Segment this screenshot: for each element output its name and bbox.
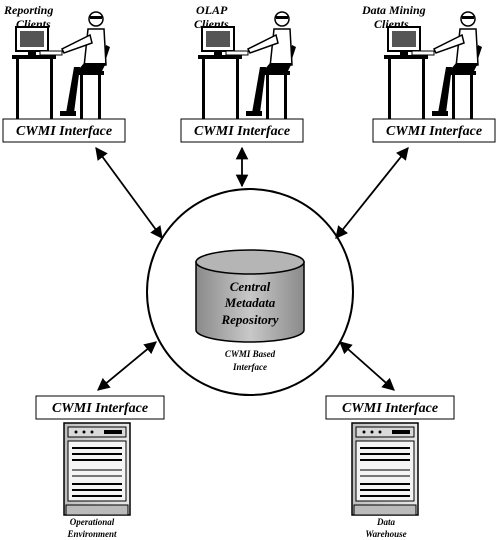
interface-label: CWMI Interface (16, 124, 112, 139)
arrow-repository-to-operational (97, 341, 157, 391)
operational-server-icon (63, 422, 131, 516)
cwmi-interface-box-reporting: CWMI Interface (2, 118, 126, 143)
repository-label: Repository (220, 312, 278, 327)
client-label: Clients (194, 17, 229, 31)
cwmi-based-interface-label: CWMI Based (225, 349, 276, 359)
client-label: Clients (16, 17, 51, 31)
interface-label: CWMI Interface (342, 401, 438, 416)
source-label: Environment (66, 529, 117, 539)
client-label: Clients (374, 17, 409, 31)
arrow-data-mining-to-repository (335, 147, 409, 239)
cwmi-based-interface-label: Interface (232, 362, 267, 372)
cwmi-interface-box-operational: CWMI Interface (35, 395, 165, 420)
interface-label: CWMI Interface (386, 124, 482, 139)
cwmi-interface-box-warehouse: CWMI Interface (325, 395, 455, 420)
arrow-repository-to-warehouse (339, 341, 395, 391)
repository-label: Metadata (224, 295, 276, 310)
cwmi-interface-box-olap: CWMI Interface (180, 118, 304, 143)
client-label: Reporting (3, 3, 53, 17)
interface-label: CWMI Interface (52, 401, 148, 416)
data-mining-clients-workstation: Data Mining Clients (361, 3, 483, 120)
reporting-clients-workstation: Reporting Clients (3, 3, 111, 120)
source-label: Warehouse (365, 529, 406, 539)
repository-label: Central (230, 279, 271, 294)
cwmi-interface-box-data-mining: CWMI Interface (372, 118, 496, 143)
interface-label: CWMI Interface (194, 124, 290, 139)
arrow-reporting-to-repository (95, 146, 163, 240)
client-label: Data Mining (361, 3, 426, 17)
database-cylinder-icon (195, 249, 305, 343)
warehouse-server-icon (351, 422, 419, 516)
source-label: Operational (70, 517, 115, 527)
source-label: Data (376, 517, 396, 527)
olap-clients-workstation: OLAP Clients (194, 3, 297, 120)
client-label: OLAP (196, 3, 228, 17)
